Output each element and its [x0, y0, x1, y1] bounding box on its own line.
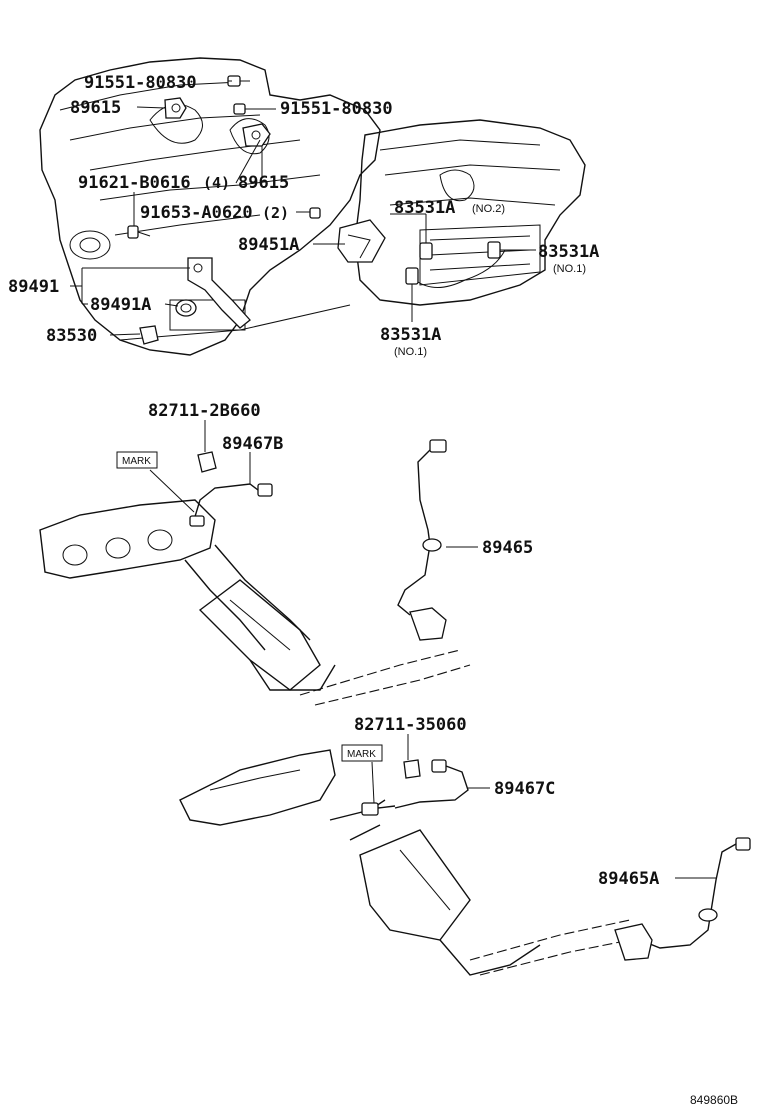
label-91551-80830-right: 91551-80830 [280, 99, 393, 119]
label-82711-2b660: 82711-2B660 [148, 401, 261, 421]
leader-lines-middle [149, 420, 478, 548]
label-83531a-no2-note: (NO.2) [472, 203, 505, 215]
bracket-89491[interactable] [187, 257, 251, 329]
bolt-91621[interactable] [127, 225, 151, 239]
leader-lines-upper [70, 80, 536, 336]
label-91621-qty: (4) [203, 174, 230, 192]
exhaust-manifold-lower [179, 749, 641, 976]
mark-label-lower: MARK [347, 749, 376, 760]
oxygen-sensor-89465a[interactable] [614, 837, 751, 961]
gasket-82711-2b660[interactable] [197, 451, 217, 473]
knock-sensor-83531a-no1-right[interactable] [487, 241, 501, 259]
label-91621-b0616: 91621-B0616 [78, 173, 191, 193]
label-91653-a0620: 91653-A0620 [140, 203, 253, 223]
label-89491a: 89491A [90, 295, 151, 315]
oxygen-sensor-89465[interactable] [397, 439, 447, 641]
oxygen-sensor-89467b[interactable] [189, 483, 273, 527]
sensor-89615-left[interactable] [164, 97, 187, 119]
sensor-89451a[interactable] [337, 219, 386, 263]
label-83531a-no1-right: 83531A [538, 242, 599, 262]
mark-box-lower: MARK [341, 744, 383, 762]
label-83531a-no2: 83531A [394, 198, 455, 218]
exhaust-manifold-middle [39, 499, 471, 706]
bolt-91551-lower[interactable] [233, 103, 258, 115]
sensor-89615-right[interactable] [242, 123, 271, 147]
label-89451a: 89451A [238, 235, 299, 255]
gasket-89491a[interactable] [175, 299, 197, 317]
bolt-91653[interactable] [309, 207, 321, 219]
label-91653-qty: (2) [262, 204, 289, 222]
label-83531a-no1-right-note: (NO.1) [553, 263, 586, 275]
label-89615-left: 89615 [70, 98, 121, 118]
label-89491: 89491 [8, 277, 59, 297]
label-82711-35060: 82711-35060 [354, 715, 467, 735]
label-89467b: 89467B [222, 434, 283, 454]
label-89465a: 89465A [598, 869, 659, 889]
knock-sensor-83531a-no1-bottom[interactable] [405, 267, 419, 285]
label-83531a-no1-bottom-note: (NO.1) [394, 346, 427, 358]
label-89467c: 89467C [494, 779, 555, 799]
label-89465: 89465 [482, 538, 533, 558]
mark-label-upper: MARK [122, 456, 151, 467]
sensor-83530[interactable] [139, 325, 159, 345]
label-89615-right: 89615 [238, 173, 289, 193]
drawing-code: 849860B [690, 1093, 738, 1107]
label-83530: 83530 [46, 326, 97, 346]
gasket-82711-35060[interactable] [403, 759, 421, 779]
label-91551-80830-top: 91551-80830 [84, 73, 197, 93]
leader-lines-lower [371, 734, 716, 879]
oxygen-sensor-89467c[interactable] [361, 759, 469, 816]
mark-box-upper: MARK [116, 451, 158, 469]
label-83531a-no1-bottom: 83531A [380, 325, 441, 345]
